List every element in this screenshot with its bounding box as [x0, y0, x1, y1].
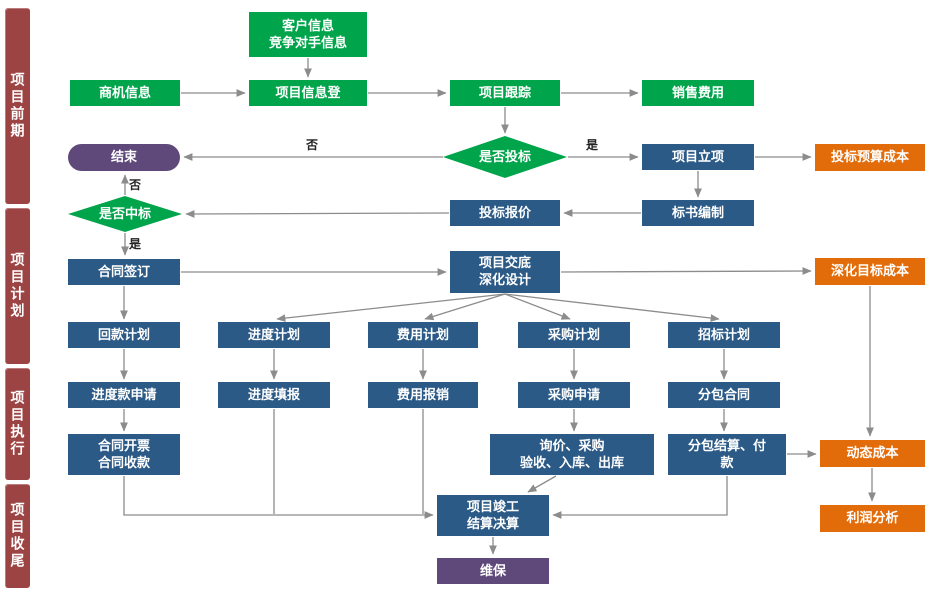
node-line: 深化设计 [478, 272, 531, 287]
node-payment-plan: 回款计划 [68, 322, 180, 348]
arrow-handover-to-targetcost [560, 267, 812, 275]
phase-bar-execute: 项目执行 [5, 368, 30, 480]
edge-label-yes-bid: 是 [586, 138, 599, 152]
node-subcontract-settle: 分包结算、付款 [668, 434, 786, 475]
node-profit-analysis: 利润分析 [820, 505, 925, 532]
node-line: 验收、入库、出库 [519, 454, 624, 470]
node-subcontract: 分包合同 [668, 382, 780, 408]
node-progress-pay-apply: 进度款申请 [68, 382, 180, 408]
node-line: 竞争对手信息 [268, 34, 347, 50]
arrow-bidquote-to-windecision [185, 210, 450, 218]
arrow-inquiry-to-completion [527, 475, 557, 493]
edge-label-yes-win: 是 [129, 237, 142, 251]
node-bid-document: 标书编制 [642, 200, 754, 226]
node-line: 项目竣工 [466, 498, 519, 514]
arrow-handover-to-expenseplan [424, 293, 506, 321]
node-tender-plan: 招标计划 [668, 322, 780, 348]
node-sales-expense: 销售费用 [642, 80, 754, 106]
node-project-approval: 项目立项 [642, 144, 754, 170]
node-customer-info: 客户信息 竞争对手信息 [249, 12, 367, 57]
arrow-settle-to-completion [552, 476, 728, 519]
edge-label-no-win: 否 [129, 178, 142, 192]
node-expense-plan: 费用计划 [368, 322, 478, 348]
node-dynamic-cost: 动态成本 [820, 440, 925, 467]
node-contract-sign: 合同签订 [68, 259, 180, 285]
node-line: 询价、采购 [539, 437, 605, 453]
arrow-handover-to-scheduleplan [276, 293, 506, 322]
edge-label-no-bid: 否 [306, 138, 319, 152]
arrow-handover-to-procureplan [504, 293, 571, 320]
node-line: 结算决算 [466, 515, 519, 531]
node-project-tracking: 项目跟踪 [450, 80, 560, 106]
node-procurement-plan: 采购计划 [518, 322, 630, 348]
arrow-handover-to-tenderplan [504, 293, 720, 322]
node-line: 项目交底 [478, 255, 531, 271]
phase-bar-early: 项目前期 [5, 8, 30, 204]
node-end: 结束 [68, 144, 180, 171]
node-detail-target-cost: 深化目标成本 [815, 258, 925, 285]
node-line: 合同收款 [97, 454, 150, 470]
node-contract-invoice: 合同开票 合同收款 [68, 434, 180, 475]
node-project-completion: 项目竣工 结算决算 [437, 495, 549, 536]
node-line: 客户信息 [281, 17, 334, 33]
node-maintenance: 维保 [437, 558, 549, 584]
node-business-info: 商机信息 [70, 80, 180, 106]
node-line: 合同开票 [97, 437, 150, 453]
node-procurement-apply: 采购申请 [518, 382, 630, 408]
node-project-handover: 项目交底 深化设计 [450, 251, 560, 293]
node-progress-report: 进度填报 [218, 382, 330, 408]
node-expense-reimburse: 费用报销 [368, 382, 478, 408]
node-schedule-plan: 进度计划 [218, 322, 330, 348]
node-project-info-reg: 项目信息登 [249, 80, 367, 106]
phase-bar-plan: 项目计划 [5, 208, 30, 364]
arrow-invoice-to-completion [123, 476, 434, 519]
phase-bar-close: 项目收尾 [5, 484, 30, 588]
node-bid-budget-cost: 投标预算成本 [815, 144, 925, 171]
node-bid-quote: 投标报价 [450, 200, 560, 226]
node-inquiry-procure: 询价、采购 验收、入库、出库 [490, 434, 654, 475]
